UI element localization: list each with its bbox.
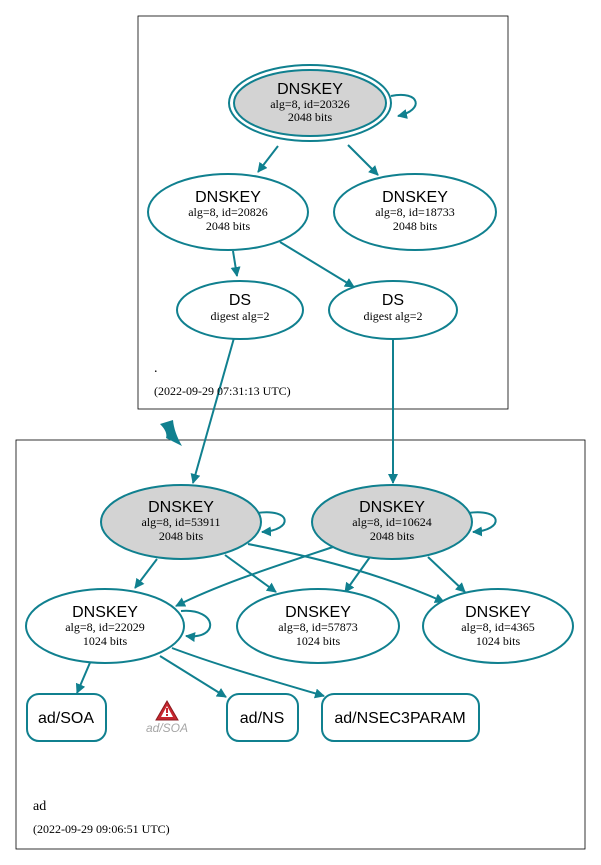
edge-ad-ksk1-to-zsk1	[134, 558, 158, 589]
dnskey-node-4365[interactable]: DNSKEY alg=8, id=4365 1024 bits	[422, 588, 574, 664]
node-bits: 2048 bits	[370, 529, 415, 543]
rrset-label: ad/SOA	[38, 710, 94, 727]
node-title: DNSKEY	[285, 604, 351, 621]
ad-zone-name: ad	[33, 799, 46, 814]
warning-label: ad/SOA	[146, 721, 188, 735]
edge-zsk1-to-soa	[75, 657, 93, 694]
edge-zsk1-to-nsec3param	[171, 647, 325, 699]
node-bits: 1024 bits	[83, 634, 128, 648]
edge-ad-ksk1-self	[256, 511, 286, 537]
edge-root-ksk-self	[390, 93, 417, 119]
node-alg-id: alg=8, id=4365	[461, 620, 535, 634]
node-title: DNSKEY	[465, 604, 531, 621]
edge-ds1-to-ad-ksk1	[190, 337, 235, 484]
ds-node-1[interactable]: DS digest alg=2	[176, 280, 304, 340]
edge-ksk-to-zsk2	[347, 144, 379, 176]
edge-zsk1-to-ds2	[279, 241, 355, 288]
warning-triangle-icon	[155, 700, 179, 721]
node-title: DNSKEY	[195, 189, 261, 206]
edge-ad-ksk2-to-zsk3	[427, 556, 466, 593]
dnskey-node-10624[interactable]: DNSKEY alg=8, id=10624 2048 bits	[311, 484, 473, 560]
dnskey-node-57873[interactable]: DNSKEY alg=8, id=57873 1024 bits	[236, 588, 400, 664]
rrset-ad-nsec3param[interactable]: ad/NSEC3PARAM	[321, 693, 480, 742]
node-title: DS	[382, 292, 404, 309]
edge-ad-ksk2-to-zsk2	[344, 556, 371, 593]
node-alg-id: alg=8, id=18733	[375, 205, 455, 219]
edge-zsk1-to-ds1	[230, 250, 241, 277]
edge-ad-ksk2-to-zsk1	[175, 546, 334, 607]
rrset-ad-ns[interactable]: ad/NS	[226, 693, 299, 742]
root-zone-name: .	[154, 361, 158, 376]
node-alg-id: alg=8, id=22029	[65, 620, 145, 634]
edge-ad-ksk2-self	[467, 511, 497, 537]
edge-ad-ksk1-to-zsk3	[247, 543, 445, 603]
dnskey-node-20326[interactable]: DNSKEY alg=8, id=20326 2048 bits	[228, 64, 392, 142]
delegation-arrow	[160, 420, 182, 446]
edge-ksk-to-zsk1	[257, 145, 279, 173]
node-bits: 1024 bits	[296, 634, 341, 648]
node-alg-id: alg=8, id=57873	[278, 620, 358, 634]
node-bits: 1024 bits	[476, 634, 521, 648]
node-alg-id: alg=8, id=10624	[352, 515, 432, 529]
node-bits: 2048 bits	[288, 110, 333, 124]
node-bits: 2048 bits	[393, 219, 438, 233]
node-title: DNSKEY	[72, 604, 138, 621]
ds-node-2[interactable]: DS digest alg=2	[328, 280, 458, 340]
node-bits: 2048 bits	[159, 529, 204, 543]
node-title: DNSKEY	[359, 499, 425, 516]
rrset-label: ad/NS	[240, 710, 284, 727]
node-title: DS	[229, 292, 251, 309]
dnskey-node-53911[interactable]: DNSKEY alg=8, id=53911 2048 bits	[100, 484, 262, 560]
node-title: DNSKEY	[277, 81, 343, 98]
warning-ad-soa[interactable]: ad/SOA	[146, 700, 188, 735]
node-alg-id: alg=8, id=20326	[270, 97, 350, 111]
node-digest: digest alg=2	[210, 309, 269, 323]
edge-ad-ksk1-to-zsk2	[224, 554, 277, 593]
node-title: DNSKEY	[148, 499, 214, 516]
node-bits: 2048 bits	[206, 219, 251, 233]
edge-zsk1-to-ns	[159, 655, 227, 698]
dnskey-node-22029[interactable]: DNSKEY alg=8, id=22029 1024 bits	[25, 588, 185, 664]
edge-ad-zsk1-self	[180, 609, 212, 643]
rrset-ad-soa[interactable]: ad/SOA	[26, 693, 107, 742]
ad-zone-timestamp: (2022-09-29 09:06:51 UTC)	[33, 822, 170, 836]
node-alg-id: alg=8, id=20826	[188, 205, 268, 219]
dnskey-node-18733[interactable]: DNSKEY alg=8, id=18733 2048 bits	[333, 173, 497, 251]
node-title: DNSKEY	[382, 189, 448, 206]
node-digest: digest alg=2	[363, 309, 422, 323]
node-alg-id: alg=8, id=53911	[141, 515, 220, 529]
root-zone-timestamp: (2022-09-29 07:31:13 UTC)	[154, 384, 291, 398]
rrset-label: ad/NSEC3PARAM	[334, 710, 465, 727]
dnskey-node-20826[interactable]: DNSKEY alg=8, id=20826 2048 bits	[147, 173, 309, 251]
